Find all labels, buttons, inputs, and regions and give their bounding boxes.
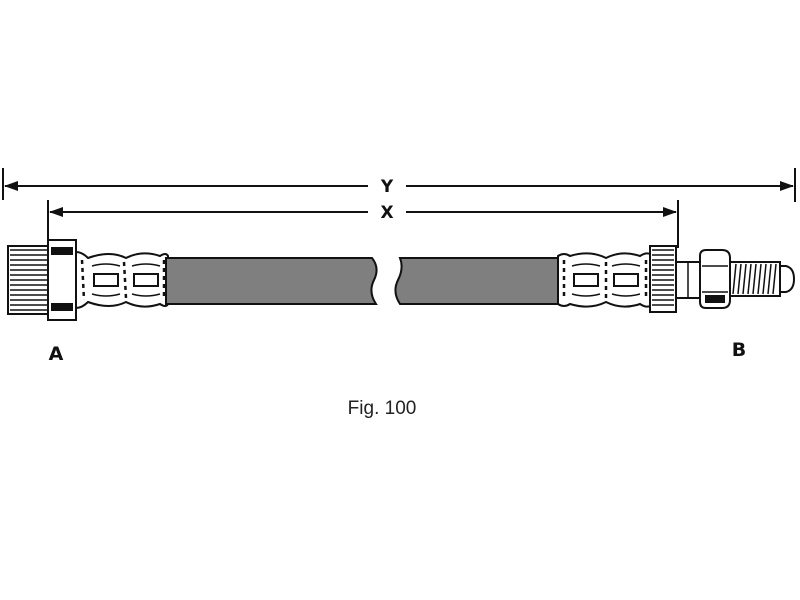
right-thread-lines	[732, 263, 777, 295]
right-crimp-groove-2	[611, 263, 641, 297]
left-knurl-lines	[10, 249, 48, 311]
left-crimp-groove-2	[131, 263, 161, 297]
dimension-y: Y	[2, 168, 796, 202]
dimension-x: X	[47, 200, 679, 250]
thread-line	[762, 263, 767, 295]
left-crimp-ring-1	[93, 273, 119, 287]
right-fitting	[557, 245, 796, 313]
thread-line	[747, 263, 752, 295]
thread-line	[752, 263, 757, 295]
right-hex-nut	[699, 249, 731, 309]
thread-line	[772, 263, 777, 295]
dimension-label-x: X	[380, 203, 393, 223]
hose-body	[165, 257, 559, 305]
left-fitting	[7, 239, 169, 321]
right-knurl-lines	[652, 249, 674, 306]
end-label-b: B	[732, 339, 746, 361]
thread-line	[737, 263, 742, 295]
right-crimp-ring-2	[613, 273, 639, 287]
dimension-label-y: Y	[380, 177, 394, 197]
right-crimp-marks	[562, 260, 648, 300]
thread-line	[757, 263, 762, 295]
end-label-a: A	[49, 343, 64, 365]
thread-line	[742, 263, 747, 295]
left-collar-band-top	[51, 247, 73, 255]
left-crimp-ring-2	[133, 273, 159, 287]
right-hex-nut-band	[705, 295, 725, 303]
thread-line	[767, 263, 772, 295]
hose-section-right	[394, 257, 559, 305]
right-knurled-collar	[649, 245, 677, 313]
left-crimp-groove-1	[91, 263, 121, 297]
thread-line	[732, 263, 737, 295]
hose-section-left	[165, 257, 378, 305]
figure-caption: Fig. 100	[348, 398, 417, 419]
left-crimp-marks	[80, 259, 166, 301]
right-tube-tip	[779, 265, 796, 293]
right-crimp-groove-1	[571, 263, 601, 297]
right-crimp-ring-1	[573, 273, 599, 287]
left-collar-band-bottom	[51, 303, 73, 311]
